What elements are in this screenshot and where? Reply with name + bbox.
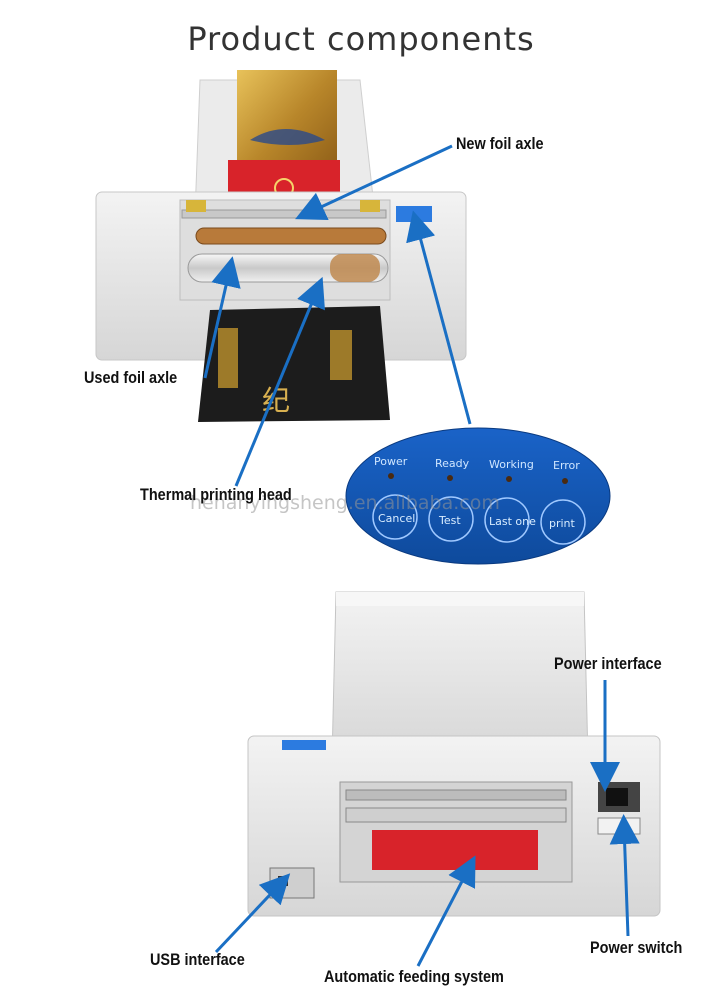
arrow-used-foil-axle: [203, 256, 241, 379]
label-used-foil-axle: Used foil axle: [84, 368, 178, 387]
lamp-label-power: Power: [374, 455, 408, 468]
lamp-ready: [447, 475, 453, 481]
button-test: Test: [438, 514, 461, 527]
lamp-error: [562, 478, 568, 484]
lamp-label-ready: Ready: [435, 457, 470, 470]
label-usb-interface: USB interface: [150, 950, 245, 969]
label-power-switch: Power switch: [590, 938, 683, 957]
red-paper-feeding: [372, 830, 538, 870]
bottom-machine: [247, 591, 661, 917]
button-last-one: Last one: [489, 515, 536, 528]
arrow-usb-interface: [214, 873, 291, 954]
arrow-thermal-printing-head: [234, 276, 325, 487]
usb-port: [269, 867, 315, 899]
label-power-interface: Power interface: [554, 654, 662, 673]
watermark: henanyingsheng.en.alibaba.com: [190, 492, 500, 514]
lamp-label-error: Error: [553, 459, 580, 472]
button-cancel: Cancel: [378, 512, 415, 525]
arrow-power-switch: [609, 814, 640, 937]
button-print: print: [549, 517, 576, 530]
label-new-foil-axle: New foil axle: [456, 134, 544, 153]
page-title: Product components: [187, 20, 535, 58]
lamp-label-working: Working: [489, 458, 534, 471]
arrow-control-panel: [406, 210, 472, 425]
label-thermal-printing-head: Thermal printing head: [140, 485, 292, 504]
arrows: [203, 144, 640, 967]
control-panel: Power Ready Working Error Cancel Test La…: [345, 427, 611, 565]
arrow-automatic-feeding-system: [416, 855, 476, 967]
lamp-power: [388, 473, 394, 479]
lamp-working: [506, 476, 512, 482]
arrow-new-foil-axle: [295, 144, 453, 220]
label-automatic-feeding-system: Automatic feeding system: [324, 967, 504, 986]
